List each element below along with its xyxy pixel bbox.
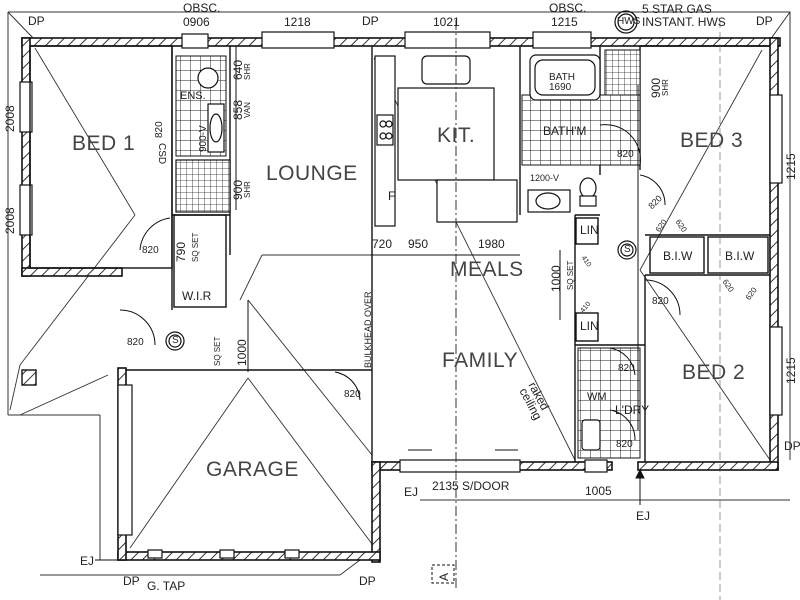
shower-label: SHR — [243, 63, 252, 80]
door-dimension: 820 — [616, 439, 633, 450]
door-dimension: 820 — [652, 296, 669, 307]
hws-symbol-label: HWS — [617, 16, 641, 27]
window-dimension: 2008 — [3, 105, 17, 132]
bath-size-label: 1690 — [549, 82, 572, 93]
room-bed1: BED 1 — [72, 132, 136, 155]
door-dimension: 820 — [127, 337, 144, 348]
room-meals: MEALS — [450, 258, 524, 281]
shower-label: SHR — [661, 79, 670, 96]
dimension-lines — [235, 46, 639, 451]
bench-dimension: 720 — [372, 237, 393, 251]
cavity-sliding-door-label: CSD — [156, 143, 167, 165]
ej-markers — [95, 468, 645, 561]
bath-label: BATH — [549, 72, 575, 83]
downpipe-label: DP — [359, 574, 376, 588]
opening-dimension: 1000 — [549, 265, 563, 292]
sq-set-label: SQ SET — [191, 232, 200, 262]
door-dimension: 820 — [154, 121, 165, 138]
vanity-label: VAN — [243, 102, 252, 118]
sq-set-label: SQ SET — [213, 336, 222, 366]
room-linen-1: LIN — [580, 223, 599, 237]
room-bed3: BED 3 — [680, 129, 744, 152]
room-family: FAMILY — [442, 349, 519, 372]
room-linen-2: LIN — [580, 319, 599, 333]
expansion-joint-label: EJ — [80, 554, 95, 568]
downpipe-label: DP — [28, 14, 45, 28]
room-kitchen: KIT. — [437, 124, 476, 147]
smoke-detector-icon: S — [624, 244, 631, 255]
hws-note-line1: 5 STAR GAS — [642, 2, 712, 16]
window-size-label: 0906 — [183, 15, 210, 29]
hws-note-line2: INSTANT. HWS — [642, 15, 726, 29]
room-built-in-wardrobe-1: B.I.W — [663, 249, 693, 263]
room-bed2: BED 2 — [682, 361, 746, 384]
window-size-label: 1218 — [284, 15, 311, 29]
expansion-joint-label: EJ — [636, 509, 651, 523]
downpipe-label: DP — [362, 14, 379, 28]
sq-set-label: SQ SET — [566, 260, 575, 290]
window-dimension: 1215 — [784, 357, 798, 384]
room-ensuite: ENS. — [180, 90, 206, 102]
fixtures — [197, 54, 601, 451]
room-built-in-wardrobe-2: B.I.W — [725, 249, 755, 263]
downpipe-label: DP — [756, 14, 773, 28]
smoke-detectors — [165, 10, 638, 351]
room-lounge: LOUNGE — [266, 162, 358, 185]
washing-machine-label: WM — [587, 391, 607, 403]
window-dimension: 2008 — [3, 207, 17, 234]
window-size-label: 1021 — [433, 15, 460, 29]
opening-dimension: 1000 — [235, 339, 249, 366]
window-size-label: 1215 — [551, 15, 578, 29]
vanity-dimension: 900-V — [198, 125, 209, 152]
robe-dimension: 790 — [174, 241, 188, 262]
door-dimension: 820 — [344, 389, 361, 400]
downpipe-label: DP — [784, 439, 800, 453]
window-dimension: 1215 — [784, 153, 798, 180]
sliding-door-dimension: 2135 S/DOOR — [432, 479, 510, 493]
windows — [19, 31, 783, 559]
door-swings — [119, 124, 681, 441]
door-dimension: 820 — [142, 245, 159, 256]
garden-tap-label: G. TAP — [147, 579, 186, 593]
room-walk-in-robe: W.I.R — [182, 289, 212, 303]
smoke-detector-icon: S — [172, 335, 179, 346]
vanity-dimension: 1200-V — [530, 173, 560, 183]
window-obscure-label: OBSC. — [549, 1, 587, 15]
room-laundry: L'DRY — [615, 403, 650, 417]
door-dimension: 820 — [617, 149, 634, 160]
roof-outline — [7, 11, 791, 576]
expansion-joint-label: EJ — [404, 485, 419, 499]
room-garage: GARAGE — [206, 458, 299, 481]
bench-dimension: 1980 — [478, 237, 505, 251]
shower-label: SHR — [243, 181, 252, 198]
window-obscure-label: OBSC. — [183, 1, 221, 15]
door-dimension: 820 — [618, 363, 635, 374]
section-marker: A — [437, 572, 451, 581]
bench-dimension: 950 — [408, 237, 429, 251]
bulkhead-note: BULKHEAD OVER — [363, 291, 373, 368]
room-bathroom: BATH'M — [543, 124, 587, 138]
window-dimension: 1005 — [585, 484, 612, 498]
fridge-label: F — [388, 189, 396, 203]
downpipe-label: DP — [123, 574, 140, 588]
